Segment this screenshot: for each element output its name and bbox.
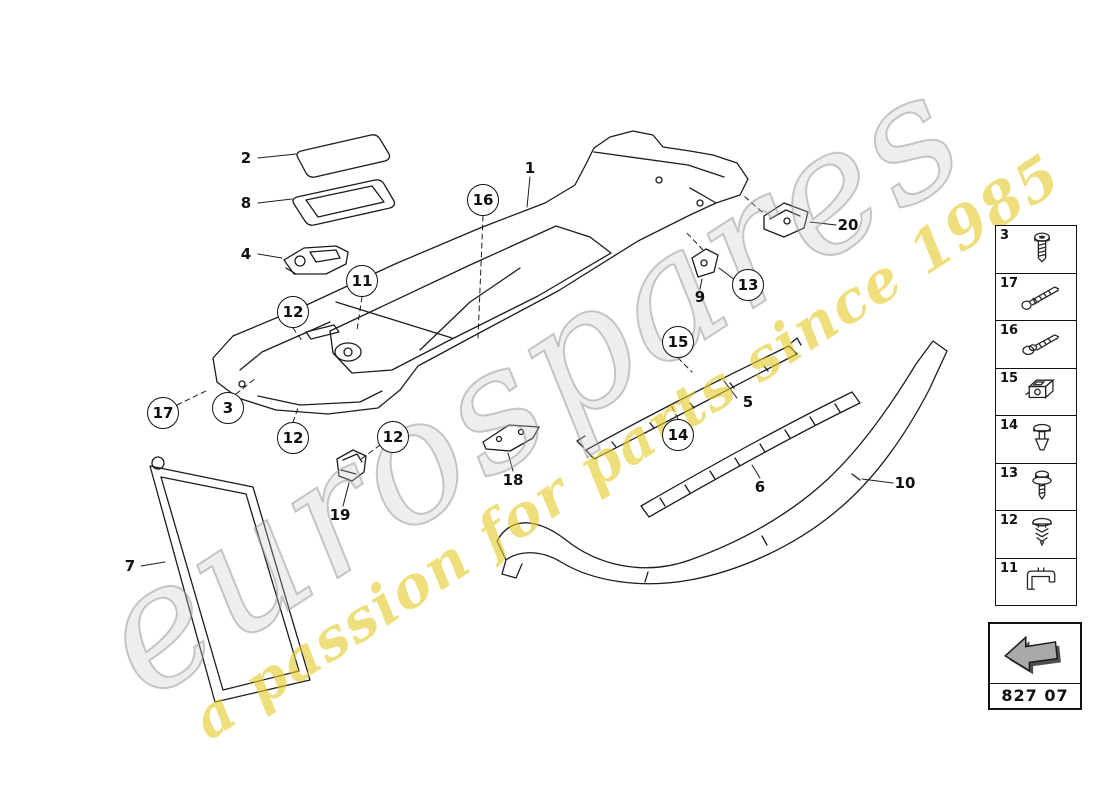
callout-15[interactable]: 15 [662,326,694,358]
callout-7[interactable]: 7 [124,557,136,575]
callout-2[interactable]: 2 [240,149,252,167]
callout-14[interactable]: 14 [662,419,694,451]
back-arrow-icon[interactable] [990,624,1080,684]
callout-1[interactable]: 1 [524,159,536,177]
sidebar-item-11[interactable]: 11 [995,558,1077,606]
spring-clip-icon [1026,566,1056,590]
part-8-cover-plate [292,179,396,226]
callout-13[interactable]: 13 [732,269,764,301]
part-1-body-panel [212,130,749,415]
part-10-gasket [496,340,948,585]
sidebar-item-3[interactable]: 3 [995,225,1077,274]
sidebar-item-16[interactable]: 16 [995,321,1077,369]
part-2-cover-plate [296,134,391,178]
callout-11[interactable]: 11 [346,265,378,297]
part-5-trim-strip [576,337,802,460]
long-bolt-icon [1021,285,1060,310]
part-9-bracket [691,248,719,278]
sidebar-item-number: 15 [1000,370,1019,386]
sidebar-item-number: 3 [1000,228,1010,243]
leader-lines [140,153,894,567]
callout-6[interactable]: 6 [754,478,766,496]
sidebar-item-number: 13 [1000,465,1019,481]
sidebar-item-number: 11 [1000,560,1019,576]
part-19-clip [336,449,367,482]
cage-nut-icon [1025,378,1055,399]
callout-3[interactable]: 3 [212,392,244,424]
expansion-rivet-icon [1033,423,1051,451]
part-4-latch [283,245,349,275]
sidebar-item-13[interactable]: 13 [995,463,1077,511]
callout-17[interactable]: 17 [147,397,179,429]
sidebar-item-12[interactable]: 12 [995,511,1077,559]
page-code-box[interactable]: 827 07 [988,622,1082,710]
callout-10[interactable]: 10 [894,474,916,492]
torx-screw-icon [1034,232,1050,263]
callout-19[interactable]: 19 [329,506,351,524]
part-6-seal-strip [640,391,861,518]
sidebar-item-14[interactable]: 14 [995,416,1077,464]
callout-16[interactable]: 16 [467,184,499,216]
callout-12-a[interactable]: 12 [277,296,309,328]
sidebar-item-number: 17 [1000,275,1019,291]
callout-12-b[interactable]: 12 [277,422,309,454]
fastener-sidebar: 3 17 16 [995,225,1077,606]
dashed-leader-lines [176,195,763,461]
part-7-side-panel [149,456,311,703]
callout-18[interactable]: 18 [502,471,524,489]
sidebar-item-15[interactable]: 15 [995,368,1077,416]
callout-9[interactable]: 9 [694,288,706,306]
sidebar-item-number: 12 [1000,513,1019,528]
flange-screw-icon [1022,334,1060,356]
sidebar-item-number: 16 [1000,323,1019,338]
sidebar-item-17[interactable]: 17 [995,273,1077,321]
part-20-bracket [763,202,809,238]
callout-12-c[interactable]: 12 [377,421,409,453]
part-18-bracket [482,424,540,452]
page-code: 827 07 [1001,686,1069,705]
callout-4[interactable]: 4 [240,245,252,263]
callout-5[interactable]: 5 [742,393,754,411]
sidebar-item-number: 14 [1000,418,1019,433]
callout-20[interactable]: 20 [837,216,859,234]
washer-screw-icon [1032,469,1052,500]
callout-8[interactable]: 8 [240,194,252,212]
push-rivet-icon [1032,517,1052,547]
